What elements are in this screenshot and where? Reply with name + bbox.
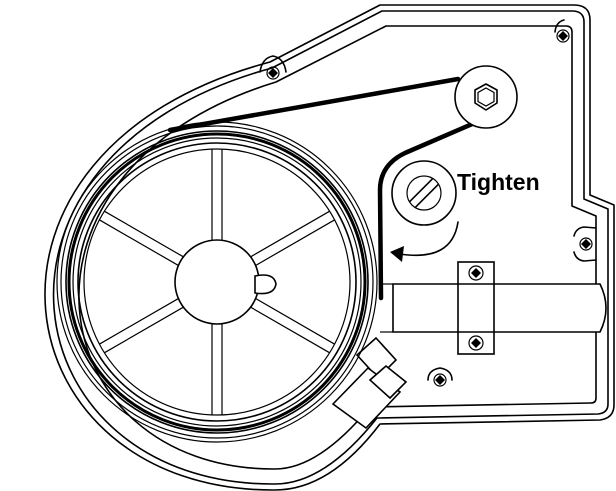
tighten-label: Tighten xyxy=(457,169,540,195)
tension-roller xyxy=(391,160,457,226)
tape-lower-run xyxy=(377,109,503,301)
housing-outline-middle xyxy=(52,10,609,485)
brake-block-tab xyxy=(368,364,408,400)
tape-upper-run xyxy=(167,76,461,133)
guide-shaft xyxy=(392,283,607,333)
upper-idler-roller xyxy=(454,65,518,129)
boss-bottom xyxy=(427,367,453,387)
housing xyxy=(44,4,615,491)
tape-path xyxy=(167,76,503,301)
boss-top-right xyxy=(554,19,570,43)
guide-assembly xyxy=(380,261,607,355)
mounting-bosses xyxy=(259,19,597,387)
reel-brake-blocks xyxy=(331,336,408,430)
hub-key xyxy=(254,274,277,295)
boss-top-left xyxy=(259,55,287,80)
tape-reel xyxy=(56,121,378,443)
boss-right xyxy=(573,226,597,262)
reel-hub xyxy=(174,239,260,325)
reel-flange xyxy=(77,142,357,422)
reel-spokes xyxy=(99,149,335,415)
housing-outline-outer xyxy=(44,4,615,491)
counter-clockwise-arrow xyxy=(390,221,459,262)
